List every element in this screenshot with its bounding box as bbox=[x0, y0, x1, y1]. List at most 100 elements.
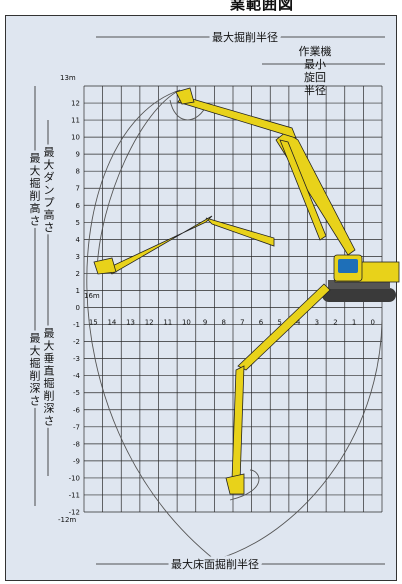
page-title: 業範囲図 bbox=[230, 0, 295, 13]
y-tick-label: -10 bbox=[69, 474, 80, 482]
x-tick-label: 9 bbox=[203, 319, 207, 327]
y-tick-label: 1 bbox=[76, 287, 80, 295]
min-swing-radius-text: 最小 bbox=[304, 58, 326, 71]
x-tick-label: 15 bbox=[89, 319, 98, 327]
y-tick-label: -9 bbox=[73, 457, 80, 465]
x-origin-label: 16m bbox=[84, 292, 100, 300]
undercarriage bbox=[328, 280, 390, 289]
y-tick-label: 5 bbox=[76, 219, 80, 227]
max-vertical-dig-depth-label-char: 垂 bbox=[44, 352, 55, 365]
x-tick-label: 12 bbox=[145, 319, 154, 327]
max-dig-depth-label-char: 最 bbox=[30, 332, 41, 345]
y-tick-label: -11 bbox=[69, 491, 80, 499]
max-dig-height-label-char: 高 bbox=[30, 201, 41, 215]
max-reach-envelope bbox=[86, 89, 383, 561]
dimension-lines bbox=[34, 36, 385, 565]
max-dump-height-label-char: ダ bbox=[44, 170, 55, 184]
max-vertical-dig-depth-label-char: 深 bbox=[44, 402, 55, 415]
y-tick-label: -5 bbox=[73, 389, 80, 397]
cab-window bbox=[338, 259, 358, 273]
excavator-body bbox=[322, 254, 400, 302]
x-tick-label: 2 bbox=[333, 319, 337, 327]
max-vertical-dig-depth-label-char: 最 bbox=[44, 327, 55, 340]
max-dig-height-label-char: 削 bbox=[30, 189, 41, 203]
track bbox=[322, 288, 396, 302]
y-tick-label: -1 bbox=[73, 321, 80, 329]
max-dump-height-label-char: 最 bbox=[44, 146, 55, 159]
min-swing-radius-text: 半径 bbox=[304, 83, 326, 97]
y-tick-label: 0 bbox=[76, 304, 80, 312]
x-tick-label: 0 bbox=[370, 319, 374, 327]
x-tick-label: 11 bbox=[163, 319, 172, 327]
boom-horizontal bbox=[93, 215, 275, 275]
dump-height-envelope bbox=[96, 89, 181, 271]
boom-raised bbox=[175, 87, 356, 256]
max-dig-height-label-char: 掘 bbox=[30, 176, 41, 190]
x-tick-label: 10 bbox=[182, 319, 191, 327]
y-tick-label: 6 bbox=[76, 202, 81, 210]
x-tick-label: 14 bbox=[107, 319, 116, 327]
max-dig-height-label-char: さ bbox=[30, 215, 41, 228]
max-reach-label: 最大掘削半径 bbox=[212, 30, 278, 44]
y-tick-label: -4 bbox=[73, 372, 81, 380]
max-dig-depth-label-char: さ bbox=[30, 395, 41, 408]
y-tick-label: -2 bbox=[73, 338, 80, 346]
bucket-arc-upper bbox=[169, 99, 206, 121]
y-bottom-label: -12m bbox=[58, 516, 76, 524]
x-tick-label: 8 bbox=[221, 319, 225, 327]
max-dump-height-label-char: ン bbox=[44, 184, 55, 197]
x-tick-label: 13 bbox=[126, 319, 135, 327]
y-tick-label: 11 bbox=[71, 117, 80, 125]
y-tick-label: 9 bbox=[76, 151, 80, 159]
y-axis-ticks: 1211109876543210-1-2-3-4-5-6-7-8-9-10-11… bbox=[69, 100, 81, 517]
work-envelope bbox=[86, 89, 383, 561]
y-tick-label: 4 bbox=[76, 236, 81, 244]
y-tick-label: -12 bbox=[69, 509, 80, 517]
boom-deep bbox=[225, 283, 331, 495]
min-swing-radius-text: 旋回 bbox=[304, 70, 326, 84]
max-vertical-dig-depth-label-char: さ bbox=[44, 415, 55, 428]
y-tick-label: -7 bbox=[73, 423, 80, 431]
max-dump-height-label-char: さ bbox=[44, 221, 55, 234]
y-tick-label: -8 bbox=[73, 440, 80, 448]
min-swing-radius-text: 作業機 bbox=[299, 44, 332, 58]
y-tick-label: 3 bbox=[76, 253, 80, 261]
x-tick-label: 4 bbox=[296, 319, 301, 327]
x-tick-label: 1 bbox=[352, 319, 356, 327]
y-tick-label: 8 bbox=[76, 168, 80, 176]
y-tick-label: 2 bbox=[76, 270, 80, 278]
x-tick-label: 5 bbox=[277, 319, 281, 327]
max-vertical-dig-depth-label-char: 掘 bbox=[44, 376, 55, 390]
max-dig-height-label-char: 大 bbox=[30, 164, 41, 178]
y-tick-label: 12 bbox=[71, 100, 80, 108]
max-vertical-dig-depth-label-char: 直 bbox=[44, 364, 55, 378]
x-tick-label: 6 bbox=[259, 319, 264, 327]
max-vertical-dig-depth-label-char: 削 bbox=[44, 389, 55, 403]
grid bbox=[83, 85, 383, 513]
x-tick-label: 7 bbox=[240, 319, 244, 327]
max-dig-depth-label-char: 掘 bbox=[30, 356, 41, 370]
max-floor-reach-label: 最大床面掘削半径 bbox=[171, 557, 259, 571]
y-top-label: 13m bbox=[60, 74, 76, 82]
excavator-figures bbox=[93, 87, 400, 495]
dig-depth-envelope bbox=[229, 469, 260, 501]
max-dig-depth-label-char: 深 bbox=[30, 382, 41, 395]
max-dig-height-label-char: 最 bbox=[30, 152, 41, 165]
y-tick-label: -3 bbox=[73, 355, 80, 363]
max-dump-height-label-char: 高 bbox=[44, 208, 55, 222]
max-vertical-dig-depth-label-char: 大 bbox=[44, 339, 55, 353]
max-dig-depth-label-char: 大 bbox=[30, 344, 41, 358]
max-dump-height-label-char: 大 bbox=[44, 158, 55, 172]
x-tick-label: 3 bbox=[315, 319, 319, 327]
y-tick-label: 10 bbox=[71, 134, 80, 142]
y-tick-label: -6 bbox=[73, 406, 81, 414]
min-swing-radius-label: 作業機 最小 旋回 半径 bbox=[299, 44, 332, 97]
y-tick-label: 7 bbox=[76, 185, 80, 193]
